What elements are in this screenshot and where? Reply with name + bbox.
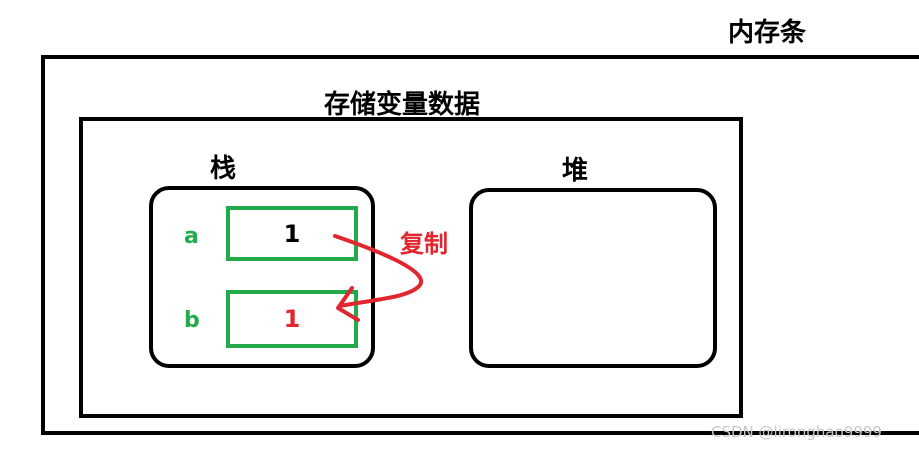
watermark: CSDN @lironghao9999 [711, 423, 882, 441]
var-a-value: 1 [283, 219, 301, 248]
var-a-value-cell: 1 [226, 206, 358, 261]
heap-title: 堆 [562, 156, 589, 186]
var-a-name: a [184, 224, 199, 249]
memory-title: 内存条 [728, 18, 807, 48]
copy-arrow-head [336, 286, 360, 322]
copy-arrow-curve [333, 234, 424, 308]
stack-box [149, 186, 375, 368]
storage-title: 存储变量数据 [324, 90, 481, 120]
copy-label: 复制 [400, 229, 448, 258]
var-b-name: b [184, 308, 200, 333]
storage-box [79, 117, 743, 418]
heap-box [469, 188, 717, 368]
stack-title: 栈 [210, 154, 237, 184]
memory-box [41, 55, 919, 435]
var-b-value: 1 [283, 305, 301, 333]
